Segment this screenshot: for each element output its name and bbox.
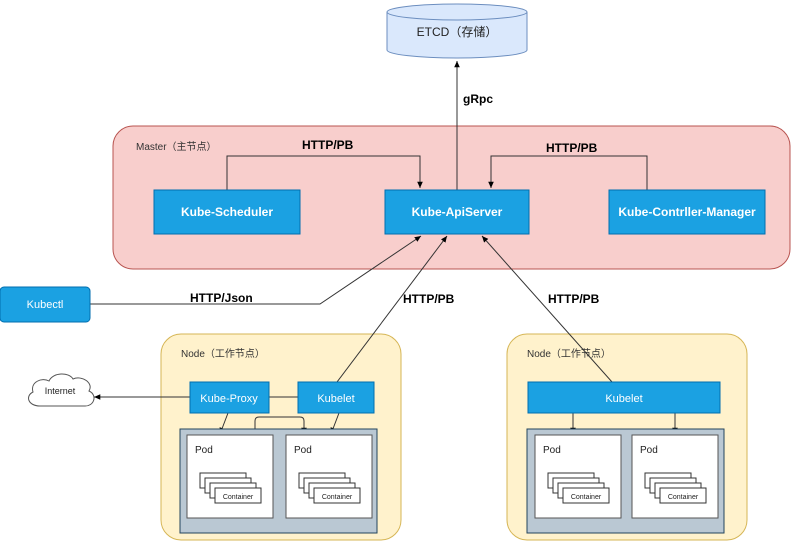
kube-controller-manager-node[interactable]: Kube-Contrller-Manager: [608, 189, 766, 235]
pod-link-edge: [254, 416, 307, 434]
container-label: Container: [322, 494, 353, 501]
cloud-icon: [28, 373, 95, 407]
pod-label: Pod: [543, 445, 561, 456]
node2-kubelet-node[interactable]: Kubelet: [527, 381, 721, 414]
pod-label: Pod: [640, 445, 658, 456]
pod-label: Pod: [294, 445, 312, 456]
container-card: [313, 487, 361, 504]
kube-scheduler-node[interactable]: Kube-Scheduler: [153, 189, 301, 235]
node2-http-label: HTTP/PB: [548, 292, 600, 306]
etcd-label: ETCD（存储）: [417, 24, 498, 39]
node2-kubelet-to-apiserver-edge: [481, 235, 613, 383]
node2-kubelet-label: Kubelet: [605, 393, 642, 405]
etcd-database[interactable]: ETCD（存储）: [386, 3, 528, 59]
kubectl-node[interactable]: Kubectl: [0, 286, 91, 323]
pod-label: Pod: [195, 445, 213, 456]
container-label: Container: [668, 494, 699, 501]
connectors: [90, 61, 678, 435]
node1-kubelet-to-apiserver-edge: [336, 235, 448, 383]
node1-kube-proxy-node[interactable]: Kube-Proxy: [189, 381, 270, 414]
scheduler-to-apiserver-edge: [226, 155, 423, 190]
controller-http-label: HTTP/PB: [546, 141, 598, 155]
kube-apiserver-label: Kube-ApiServer: [412, 205, 503, 219]
container-label: Container: [223, 494, 254, 501]
kubectl-label: Kubectl: [27, 299, 64, 311]
container-card: [562, 487, 610, 504]
kube-apiserver-node[interactable]: Kube-ApiServer: [384, 189, 530, 235]
grpc-label: gRpc: [463, 92, 493, 106]
kubectl-to-apiserver-edge: [90, 235, 422, 305]
node1-kubelet-node[interactable]: Kubelet: [297, 381, 375, 414]
internet-cloud[interactable]: Internet: [28, 373, 95, 407]
container-card: [659, 487, 707, 504]
container-card: [214, 487, 262, 504]
scheduler-http-label: HTTP/PB: [302, 138, 354, 152]
kubectl-http-label: HTTP/Json: [190, 291, 253, 305]
kube-controller-manager-label: Kube-Contrller-Manager: [618, 205, 756, 219]
node1-kubelet-label: Kubelet: [317, 393, 354, 405]
controller-to-apiserver-edge: [488, 155, 648, 190]
container-label: Container: [571, 494, 602, 501]
internet-label: Internet: [45, 386, 76, 396]
node1-http-label: HTTP/PB: [403, 292, 455, 306]
node1-kube-proxy-label: Kube-Proxy: [200, 393, 258, 405]
master-label: Master（主节点）: [136, 141, 217, 153]
node2-label: Node（工作节点）: [527, 348, 611, 360]
node1-label: Node（工作节点）: [181, 348, 265, 360]
kube-scheduler-label: Kube-Scheduler: [181, 205, 273, 219]
